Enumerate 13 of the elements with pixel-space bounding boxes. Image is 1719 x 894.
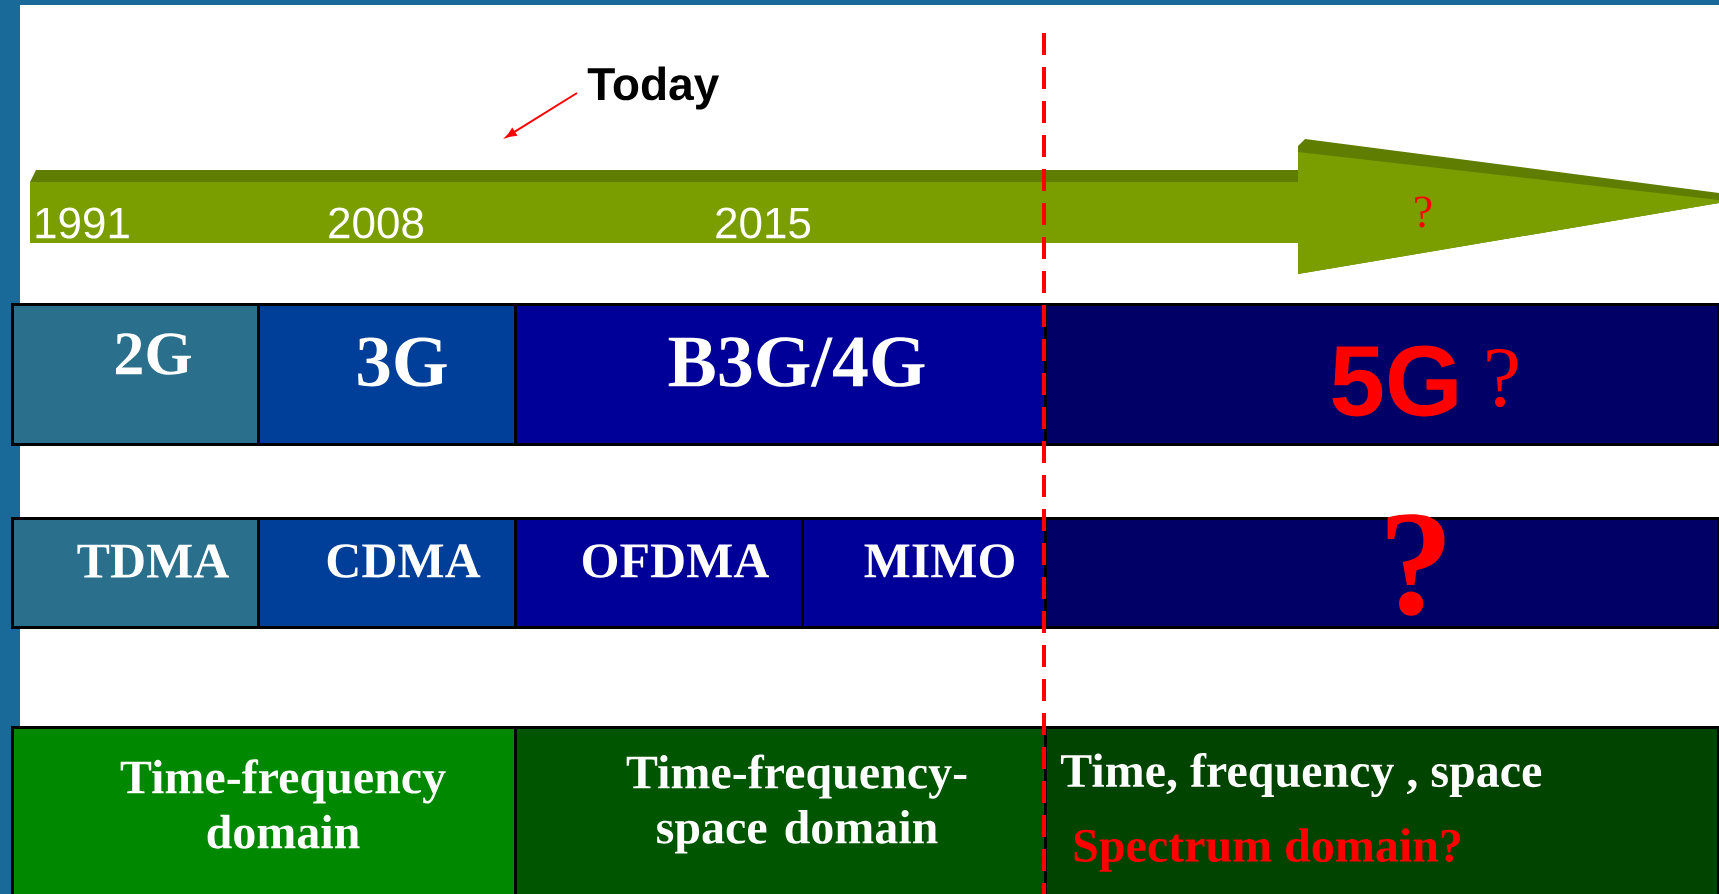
domain-cell: Time-frequency-space domain xyxy=(514,726,1047,894)
technique-cell: CDMA xyxy=(257,517,517,629)
domain-cell: Time-frequency domain xyxy=(11,726,517,894)
today-label: Today xyxy=(587,66,720,110)
technique-cell: OFDMA xyxy=(514,517,804,629)
generation-cell: 2G xyxy=(11,303,260,446)
arrow xyxy=(505,92,578,138)
generation-cell: 3G xyxy=(257,303,517,446)
generation-cell: 5G ? xyxy=(1044,303,1719,446)
technique-cell: MIMO xyxy=(801,517,1047,629)
technique-cell: ? xyxy=(1044,514,1719,629)
domain-cell: Time, frequency , space Spectrum domain? xyxy=(1044,726,1719,894)
technique-cell: TDMA xyxy=(11,517,260,629)
